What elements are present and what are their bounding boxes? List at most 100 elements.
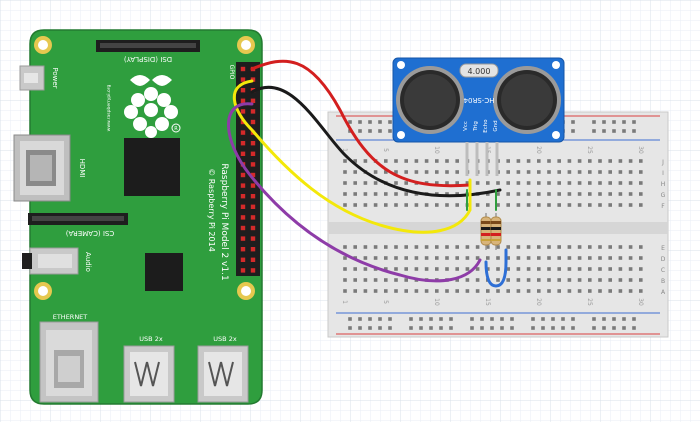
breadboard-hole xyxy=(394,181,398,185)
breadboard-hole xyxy=(588,192,592,196)
breadboard-hole xyxy=(567,170,572,174)
breadboard-hole xyxy=(343,203,347,207)
breadboard-hole xyxy=(404,170,408,174)
gpio-pin xyxy=(240,172,246,178)
mounting-hole xyxy=(237,36,255,54)
power-label: Power xyxy=(51,67,59,88)
breadboard-hole xyxy=(414,289,419,293)
row-letter: A xyxy=(661,289,666,296)
breadboard-hole xyxy=(557,192,561,196)
breadboard-hole xyxy=(435,256,439,260)
breadboard-hole xyxy=(567,192,572,196)
breadboard-hole xyxy=(424,256,429,260)
breadboard-hole xyxy=(445,159,449,163)
breadboard-hole xyxy=(506,278,510,282)
breadboard-hole xyxy=(537,170,541,174)
gpio-pin xyxy=(240,77,246,82)
breadboard-hole xyxy=(598,203,602,207)
breadboard-hole xyxy=(577,278,582,282)
breadboard-hole xyxy=(618,245,623,249)
breadboard-hole xyxy=(598,159,602,163)
power-wire xyxy=(250,59,472,188)
gpio-pin xyxy=(250,247,256,252)
row-letter: B xyxy=(661,278,665,285)
breadboard-hole xyxy=(628,267,633,271)
rail-hole xyxy=(409,326,413,330)
gpio-pin xyxy=(250,151,256,156)
breadboard-hole xyxy=(598,181,602,185)
breadboard-hole xyxy=(363,256,368,260)
breadboard-hole xyxy=(373,289,378,293)
breadboard-hole xyxy=(526,192,531,196)
breadboard-hole xyxy=(394,256,398,260)
breadboard-hole xyxy=(404,278,408,282)
breadboard-hole xyxy=(384,245,388,249)
trigger-wire xyxy=(232,79,472,234)
breadboard-hole xyxy=(445,170,449,174)
breadboard-hole xyxy=(384,267,388,271)
breadboard-hole xyxy=(618,170,623,174)
breadboard-hole xyxy=(577,203,582,207)
breadboard-hole xyxy=(516,181,521,185)
breadboard-hole xyxy=(588,267,592,271)
breadboard-hole xyxy=(537,278,541,282)
breadboard-hole xyxy=(608,289,612,293)
rail-hole xyxy=(490,317,494,321)
rail-hole xyxy=(378,326,382,330)
breadboard-hole xyxy=(526,267,531,271)
breadboard-hole xyxy=(516,170,521,174)
audio-jack xyxy=(22,247,79,275)
breadboard-hole xyxy=(618,267,623,271)
breadboard-hole xyxy=(598,278,602,282)
column-label: 1 xyxy=(341,300,348,304)
breadboard-hole xyxy=(516,267,521,271)
rail-hole xyxy=(378,120,382,124)
rail-hole xyxy=(571,326,575,330)
breadboard-hole xyxy=(598,289,602,293)
breadboard-hole xyxy=(424,159,429,163)
url-label: www.raspberrypi.org xyxy=(106,85,112,132)
breadboard-hole xyxy=(526,289,531,293)
gpio-header xyxy=(236,62,260,276)
breadboard-row-letters-bottom: E D C B A xyxy=(661,245,666,296)
breadboard-hole xyxy=(343,192,347,196)
breadboard-hole xyxy=(516,192,521,196)
gpio-pin xyxy=(240,215,246,220)
gpio-pin xyxy=(250,183,256,188)
breadboard-hole xyxy=(435,267,439,271)
breadboard-hole xyxy=(598,170,602,174)
rail-hole xyxy=(612,129,616,133)
breadboard-hole xyxy=(455,170,459,174)
breadboard-hole xyxy=(404,289,408,293)
raspberry-pi-board: DSI (DISPLAY) Power www.raspberrypi.org … xyxy=(13,29,263,405)
rail-hole xyxy=(429,326,433,330)
jumper-wire xyxy=(484,248,508,288)
gpio-pin xyxy=(240,236,246,241)
resistor-1 xyxy=(480,213,492,250)
breadboard-hole xyxy=(506,267,510,271)
breadboard-hole xyxy=(567,181,572,185)
audio-label: Audio xyxy=(84,252,92,272)
rail-hole xyxy=(378,129,382,133)
gpio-pin xyxy=(250,257,256,262)
gpio-pin xyxy=(240,98,246,103)
breadboard-hole xyxy=(363,245,368,249)
breadboard-hole xyxy=(608,203,612,207)
rail-hole xyxy=(602,317,606,321)
echo-wire xyxy=(227,102,482,283)
breadboard-hole xyxy=(588,245,592,249)
rail-hole xyxy=(368,326,372,330)
breadboard-hole xyxy=(455,256,459,260)
breadboard-hole xyxy=(608,245,612,249)
breadboard-hole xyxy=(618,192,623,196)
breadboard-hole xyxy=(435,203,439,207)
breadboard-hole xyxy=(373,256,378,260)
rail-hole xyxy=(531,317,535,321)
rail-hole xyxy=(551,326,555,330)
rail-hole xyxy=(470,326,474,330)
rail-hole xyxy=(419,317,423,321)
rail-hole xyxy=(388,326,392,330)
breadboard-hole xyxy=(373,245,378,249)
breadboard-hole xyxy=(608,278,612,282)
breadboard-hole xyxy=(557,181,561,185)
